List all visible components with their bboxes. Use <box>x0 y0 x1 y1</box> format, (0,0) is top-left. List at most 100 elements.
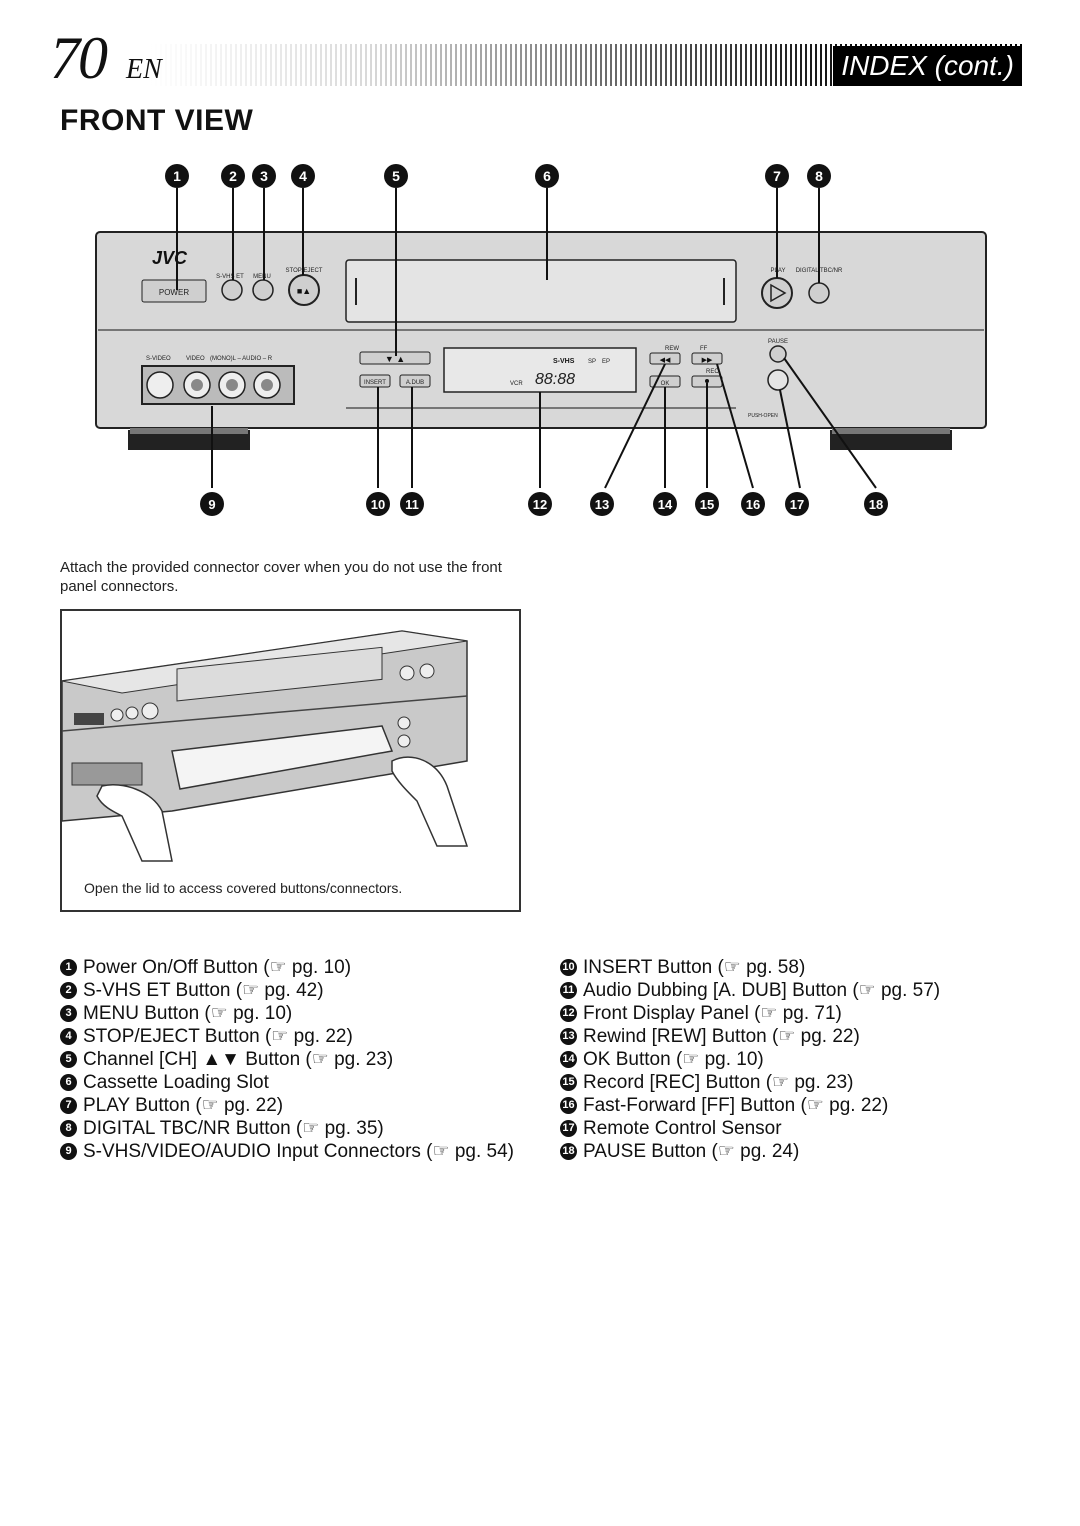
callout-3: 3 <box>252 164 276 188</box>
front-display-panel <box>443 347 637 393</box>
svg-text:STOP/EJECT: STOP/EJECT <box>286 268 323 274</box>
callout-top-row: 1 2 3 4 5 6 7 8 <box>165 164 831 188</box>
item-number: 18 <box>560 1143 577 1160</box>
svg-text:S-VIDEO: S-VIDEO <box>146 356 171 362</box>
cassette-slot <box>345 259 737 323</box>
svg-text:POWER: POWER <box>159 288 189 297</box>
item-text: Power On/Off Button (☞ pg. 10) <box>83 957 352 978</box>
svg-text:7: 7 <box>773 168 781 184</box>
svg-text:PUSH-OPEN: PUSH-OPEN <box>748 413 778 419</box>
svg-text:■▲: ■▲ <box>297 286 311 296</box>
menu-button <box>252 279 274 301</box>
svg-text:10: 10 <box>371 497 385 512</box>
callout-9: 9 <box>200 492 224 516</box>
header-title: INDEX (cont.) <box>833 46 1022 86</box>
item-number: 16 <box>560 1097 577 1114</box>
item-text: Audio Dubbing [A. DUB] Button (☞ pg. 57) <box>583 980 941 1001</box>
callout-14: 14 <box>653 492 677 516</box>
svg-text:1: 1 <box>173 168 181 184</box>
connector-note: Attach the provided connector cover when… <box>60 559 502 595</box>
adub-button <box>399 374 431 388</box>
item-number: 14 <box>560 1051 577 1068</box>
callout-17: 17 <box>785 492 809 516</box>
svg-text:6: 6 <box>543 168 551 184</box>
svg-text:A.DUB: A.DUB <box>406 380 424 386</box>
item-number: 13 <box>560 1028 577 1045</box>
svg-text:3: 3 <box>260 168 268 184</box>
item-text: Channel [CH] ▲▼ Button (☞ pg. 23) <box>83 1049 394 1070</box>
svg-text:2: 2 <box>229 168 237 184</box>
item-number: 2 <box>60 982 77 999</box>
callout-5: 5 <box>384 164 408 188</box>
list-item: 14 OK Button (☞ pg. 10) <box>560 1048 1030 1071</box>
photo-caption: Open the lid to access covered buttons/c… <box>84 880 403 896</box>
list-item: 11 Audio Dubbing [A. DUB] Button (☞ pg. 5… <box>560 979 1030 1002</box>
item-number: 12 <box>560 1005 577 1022</box>
item-text: Rewind [REW] Button (☞ pg. 22) <box>583 1026 860 1047</box>
list-item: 15 Record [REC] Button (☞ pg. 23) <box>560 1071 1030 1094</box>
item-number: 8 <box>60 1120 77 1137</box>
item-number: 10 <box>560 959 577 976</box>
svg-text:◀◀: ◀◀ <box>660 357 671 364</box>
ff-button <box>691 352 723 365</box>
item-text: Fast-Forward [FF] Button (☞ pg. 22) <box>583 1095 889 1116</box>
vcr-lid-illustration <box>61 630 469 862</box>
callout-15: 15 <box>695 492 719 516</box>
item-text: S-VHS/VIDEO/AUDIO Input Connectors (☞ pg… <box>83 1141 514 1162</box>
svg-text:13: 13 <box>595 497 609 512</box>
item-text: Remote Control Sensor <box>583 1118 782 1139</box>
callout-10: 10 <box>366 492 390 516</box>
svg-text:REW: REW <box>665 346 679 352</box>
svg-text:▼ ▲: ▼ ▲ <box>385 354 405 364</box>
item-text: Cassette Loading Slot <box>83 1072 269 1093</box>
item-number: 9 <box>60 1143 77 1160</box>
svg-text:14: 14 <box>658 497 673 512</box>
callout-8: 8 <box>807 164 831 188</box>
svg-text:11: 11 <box>405 497 419 512</box>
svg-text:OK: OK <box>661 381 670 387</box>
svg-text:VCR: VCR <box>510 381 523 387</box>
item-number: 4 <box>60 1028 77 1045</box>
svg-text:88:88: 88:88 <box>535 371 575 388</box>
svg-text:REC: REC <box>706 369 719 375</box>
svg-text:PAUSE: PAUSE <box>768 339 788 345</box>
list-item: 16 Fast-Forward [FF] Button (☞ pg. 22) <box>560 1094 1030 1117</box>
pause-button <box>769 345 787 363</box>
item-number: 6 <box>60 1074 77 1091</box>
item-text: S-VHS ET Button (☞ pg. 42) <box>83 980 324 1001</box>
svg-text:EP: EP <box>602 359 610 365</box>
callout-6: 6 <box>535 164 559 188</box>
item-number: 17 <box>560 1120 577 1137</box>
vcr-front-view-diagram: 1 2 3 4 5 6 7 8 JVC POWER S-VHS ET MENU … <box>95 164 987 516</box>
callout-2: 2 <box>221 164 245 188</box>
svg-text:INSERT: INSERT <box>364 380 386 386</box>
callout-11: 11 <box>400 492 424 516</box>
leader-lines <box>176 188 877 489</box>
item-text: MENU Button (☞ pg. 10) <box>83 1003 293 1024</box>
item-number: 11 <box>560 982 577 999</box>
callout-4: 4 <box>291 164 315 188</box>
item-text: OK Button (☞ pg. 10) <box>583 1049 764 1070</box>
item-text: Record [REC] Button (☞ pg. 23) <box>583 1072 854 1093</box>
svg-text:S-VHS: S-VHS <box>553 358 575 365</box>
item-number: 15 <box>560 1074 577 1091</box>
svg-text:12: 12 <box>533 497 547 512</box>
svg-text:16: 16 <box>746 497 760 512</box>
page-number: 70 <box>50 25 108 91</box>
page-language: EN <box>126 54 162 85</box>
svg-text:MENU: MENU <box>253 274 271 280</box>
callout-16: 16 <box>741 492 765 516</box>
svg-text:4: 4 <box>299 168 307 184</box>
list-item: 6 Cassette Loading Slot <box>60 1071 530 1094</box>
svg-text:17: 17 <box>790 497 804 512</box>
item-number: 5 <box>60 1051 77 1068</box>
list-item: 13 Rewind [REW] Button (☞ pg. 22) <box>560 1025 1030 1048</box>
